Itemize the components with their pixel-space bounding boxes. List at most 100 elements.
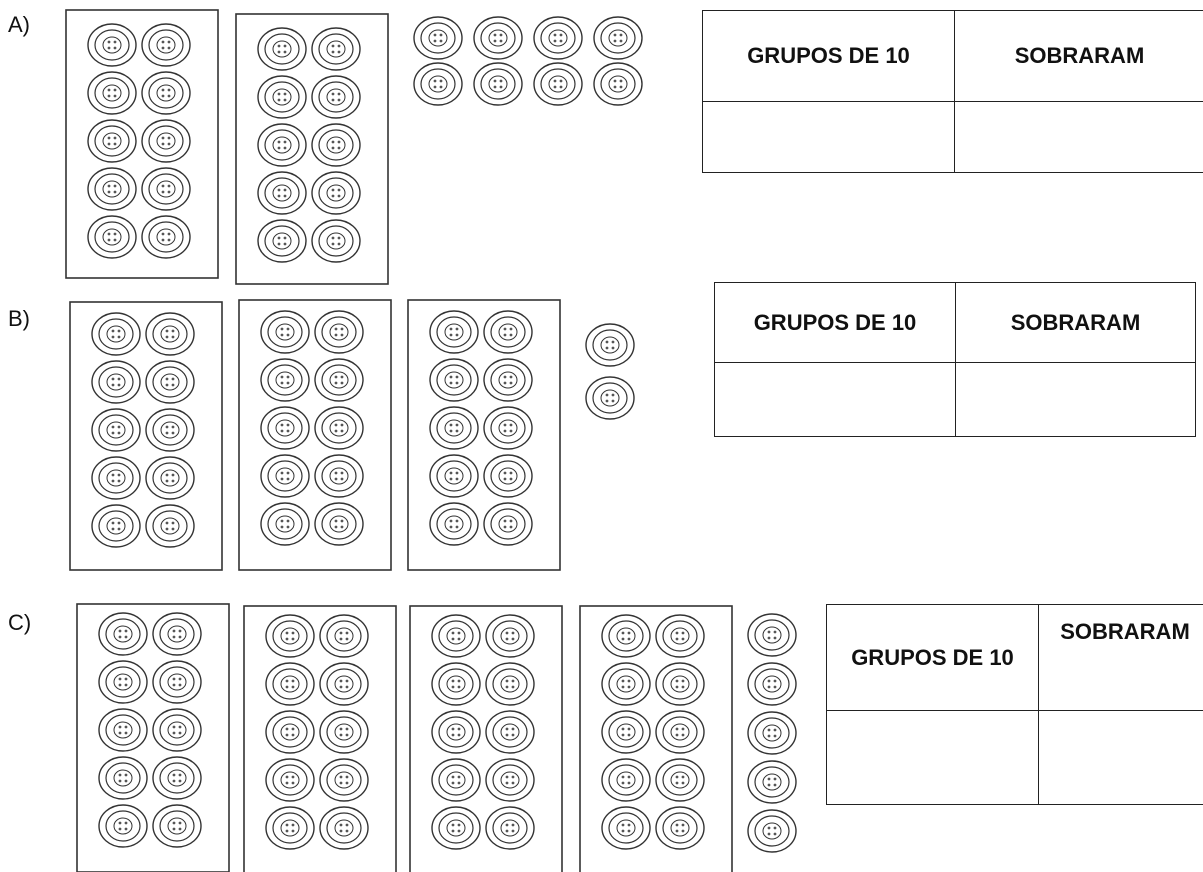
button-icon — [266, 759, 314, 801]
button-icon — [99, 613, 147, 655]
button-icon — [430, 359, 478, 401]
button-icon — [602, 663, 650, 705]
button-icon — [258, 124, 306, 166]
button-icon — [656, 615, 704, 657]
button-icon — [312, 124, 360, 166]
button-icon — [602, 711, 650, 753]
button-icon — [430, 407, 478, 449]
button-icon — [748, 810, 796, 852]
button-icon — [748, 614, 796, 656]
button-icon — [414, 63, 462, 105]
header-groups-of-ten: GRUPOS DE 10 — [715, 283, 956, 363]
button-icon — [146, 361, 194, 403]
button-icon — [484, 407, 532, 449]
button-icon — [88, 120, 136, 162]
button-icon — [315, 503, 363, 545]
button-icon — [153, 757, 201, 799]
button-icon — [146, 313, 194, 355]
button-icon — [142, 120, 190, 162]
answer-cell-groups[interactable] — [827, 711, 1039, 805]
button-icon — [266, 663, 314, 705]
button-icon — [474, 63, 522, 105]
button-icon — [430, 455, 478, 497]
button-icon — [586, 377, 634, 419]
button-icon — [312, 28, 360, 70]
button-icon — [266, 615, 314, 657]
button-icon — [142, 216, 190, 258]
button-icon — [261, 311, 309, 353]
button-icon — [486, 663, 534, 705]
button-icon — [430, 311, 478, 353]
button-icon — [261, 503, 309, 545]
button-icon — [484, 359, 532, 401]
button-icon — [486, 711, 534, 753]
button-icon — [258, 172, 306, 214]
button-icon — [432, 663, 480, 705]
button-icon — [484, 455, 532, 497]
button-icon — [142, 24, 190, 66]
button-icon — [602, 807, 650, 849]
button-icon — [432, 615, 480, 657]
button-icon — [92, 409, 140, 451]
answer-table-b: GRUPOS DE 10 SOBRARAM — [714, 282, 1196, 437]
answer-cell-groups[interactable] — [715, 363, 956, 437]
header-groups-of-ten: GRUPOS DE 10 — [827, 605, 1039, 711]
button-icon — [320, 807, 368, 849]
button-icon — [315, 407, 363, 449]
button-icon — [484, 503, 532, 545]
button-icon — [258, 76, 306, 118]
answer-cell-leftover[interactable] — [956, 363, 1196, 437]
answer-cell-leftover[interactable] — [1039, 711, 1203, 805]
button-icon — [92, 457, 140, 499]
button-icon — [88, 216, 136, 258]
button-icon — [88, 24, 136, 66]
button-icon — [146, 505, 194, 547]
button-icon — [602, 615, 650, 657]
button-icon — [484, 311, 532, 353]
button-icon — [261, 407, 309, 449]
button-icon — [146, 409, 194, 451]
header-leftover: SOBRARAM — [956, 283, 1196, 363]
button-icon — [88, 72, 136, 114]
button-icon — [656, 663, 704, 705]
button-icon — [92, 505, 140, 547]
button-icon — [656, 807, 704, 849]
button-icon — [261, 359, 309, 401]
button-icon — [594, 63, 642, 105]
button-icon — [99, 757, 147, 799]
button-icon — [534, 63, 582, 105]
button-icon — [266, 807, 314, 849]
button-icon — [312, 172, 360, 214]
answer-table-a: GRUPOS DE 10 SOBRARAM — [702, 10, 1203, 173]
button-icon — [99, 805, 147, 847]
button-icon — [586, 324, 634, 366]
button-icon — [261, 455, 309, 497]
button-icon — [656, 711, 704, 753]
button-icon — [748, 663, 796, 705]
answer-cell-leftover[interactable] — [955, 102, 1203, 173]
button-icon — [748, 761, 796, 803]
button-icon — [312, 76, 360, 118]
button-icon — [142, 72, 190, 114]
button-icon — [320, 615, 368, 657]
button-icon — [748, 712, 796, 754]
button-icon — [602, 759, 650, 801]
button-icon — [594, 17, 642, 59]
button-icon — [320, 759, 368, 801]
button-icon — [320, 663, 368, 705]
button-icon — [486, 807, 534, 849]
header-leftover: SOBRARAM — [1039, 605, 1203, 711]
header-leftover: SOBRARAM — [955, 11, 1203, 102]
button-icon — [486, 615, 534, 657]
button-icon — [474, 17, 522, 59]
button-icon — [315, 359, 363, 401]
button-icon — [414, 17, 462, 59]
answer-table-c: GRUPOS DE 10 SOBRARAM — [826, 604, 1203, 805]
button-icon — [153, 661, 201, 703]
answer-cell-groups[interactable] — [703, 102, 955, 173]
button-icon — [146, 457, 194, 499]
button-icon — [320, 711, 368, 753]
button-icon — [153, 613, 201, 655]
button-icon — [258, 28, 306, 70]
